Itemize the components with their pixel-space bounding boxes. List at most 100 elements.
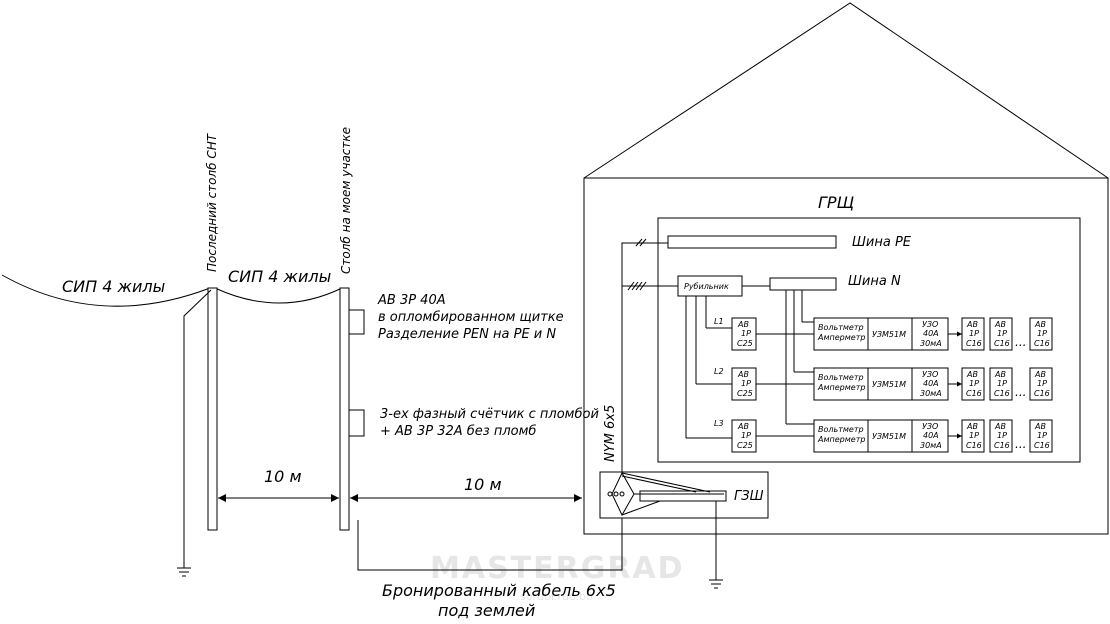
ellipsis: ... bbox=[1015, 335, 1026, 349]
input-breaker-text: С25 bbox=[737, 441, 753, 450]
meter-label: 3-ех фазный счётчик с пломбой bbox=[380, 407, 599, 422]
input-breaker bbox=[731, 317, 757, 351]
input-breaker-text: АВ bbox=[737, 422, 749, 431]
dimension-10m-label: 10 м bbox=[464, 475, 502, 494]
nym-marks bbox=[627, 281, 635, 291]
ellipsis: ... bbox=[1015, 385, 1026, 399]
ellipsis: ... bbox=[1015, 437, 1026, 451]
branch-breaker-text: 1Р bbox=[969, 379, 979, 388]
bus-n-label: Шина N bbox=[848, 274, 901, 289]
uzo-text: 30мА bbox=[920, 441, 942, 450]
phase-label: L3 bbox=[714, 419, 724, 428]
branch-breaker-text: АВ bbox=[994, 370, 1006, 379]
gzsh-box bbox=[599, 471, 769, 519]
gzsh-label: ГЗШ bbox=[734, 489, 764, 504]
watermark-subtitle: sorubi.ruo.bo bbox=[520, 590, 593, 603]
cable-label: под землей bbox=[438, 601, 535, 620]
grsh-panel bbox=[657, 217, 1081, 463]
nym-marks bbox=[631, 281, 639, 291]
rubilnik-label: Рубильник bbox=[684, 282, 729, 291]
av-40a-label: АВ 3Р 40А bbox=[377, 293, 446, 308]
branch-breaker-text: АВ bbox=[966, 370, 978, 379]
branch-breaker-text: С16 bbox=[994, 441, 1010, 450]
branch-breaker-text: 1Р bbox=[997, 431, 1007, 440]
uzo-text: 40А bbox=[923, 431, 939, 440]
meter-text: Вольтметр bbox=[818, 323, 864, 332]
snt-pole-ground-wire bbox=[183, 289, 212, 568]
branch-breaker-text: С16 bbox=[1034, 339, 1050, 348]
branch-breaker-text: С16 bbox=[966, 339, 982, 348]
branch-breaker-text: С16 bbox=[1034, 389, 1050, 398]
uzo-text: 30мА bbox=[920, 389, 942, 398]
nym-label: NYM 6x5 bbox=[603, 405, 618, 462]
branch-breaker-text: 1Р bbox=[1037, 379, 1047, 388]
branch-breaker-text: 1Р bbox=[1037, 431, 1047, 440]
uzo-text: УЗО bbox=[922, 422, 938, 431]
volt-ampere-meter bbox=[813, 367, 869, 401]
ground-icon bbox=[177, 567, 191, 577]
bus-n bbox=[769, 277, 837, 291]
branch-breaker-text: АВ bbox=[994, 320, 1006, 329]
meter-text: Амперметр bbox=[817, 435, 865, 444]
bus-pe bbox=[667, 235, 837, 249]
input-breaker-text: 1Р bbox=[741, 379, 751, 388]
uzm-relay bbox=[867, 317, 913, 351]
branch-breaker-text: С16 bbox=[966, 389, 982, 398]
pole-snt bbox=[207, 287, 218, 531]
input-breaker-text: С25 bbox=[737, 389, 753, 398]
meter-text: Амперметр bbox=[817, 383, 865, 392]
bus-pe-label: Шина PE bbox=[852, 235, 912, 250]
phase-label: L2 bbox=[714, 367, 724, 376]
av-40a-label: в опломбированном щитке bbox=[378, 310, 564, 325]
branch-breaker bbox=[989, 419, 1013, 453]
uzo-text: УЗО bbox=[922, 370, 938, 379]
input-breaker-text: АВ bbox=[737, 370, 749, 379]
meter-text: Амперметр bbox=[817, 333, 865, 342]
sip-label-mid: СИП 4 жилы bbox=[228, 267, 331, 286]
uzm-relay bbox=[867, 367, 913, 401]
meter-label: + АВ 3Р 32А без пломб bbox=[380, 424, 536, 439]
uzm-text: УЗМ51М bbox=[872, 330, 906, 339]
rcd-uzo bbox=[911, 419, 949, 453]
rcd-uzo bbox=[911, 367, 949, 401]
uzm-text: УЗМ51М bbox=[872, 432, 906, 441]
grsh-label: ГРЩ bbox=[818, 193, 854, 212]
av-40a-label: Разделение PEN на PE и N bbox=[378, 327, 556, 342]
sip-cable-mid bbox=[214, 287, 343, 304]
branch-breaker-text: 1Р bbox=[969, 329, 979, 338]
branch-breaker bbox=[1029, 317, 1053, 351]
watermark: MASTERGRAD bbox=[430, 551, 685, 586]
meter-box bbox=[348, 409, 365, 437]
branch-breaker-text: АВ bbox=[966, 320, 978, 329]
sip-label-left: СИП 4 жилы bbox=[62, 277, 165, 296]
branch-breaker-text: 1Р bbox=[997, 329, 1007, 338]
branch-breaker-text: 1Р bbox=[1037, 329, 1047, 338]
branch-breaker bbox=[961, 367, 985, 401]
pole-my-label: Столб на моем участке bbox=[339, 127, 353, 274]
branch-breaker-text: АВ bbox=[1034, 370, 1046, 379]
uzm-text: УЗМ51М bbox=[872, 380, 906, 389]
uzo-text: УЗО bbox=[922, 320, 938, 329]
gzsh-terminals bbox=[607, 471, 724, 517]
input-breaker-text: 1Р bbox=[741, 431, 751, 440]
cable-label: Бронированный кабель 6х5 bbox=[382, 581, 616, 600]
branch-breaker-text: 1Р bbox=[969, 431, 979, 440]
uzo-text: 40А bbox=[923, 329, 939, 338]
underground-cable bbox=[357, 518, 623, 571]
branch-breaker-text: С16 bbox=[994, 339, 1010, 348]
phase-label: L1 bbox=[714, 317, 724, 326]
meter-text: Вольтметр bbox=[818, 425, 864, 434]
branch-breaker bbox=[961, 317, 985, 351]
input-breaker-text: АВ bbox=[737, 320, 749, 329]
input-breaker bbox=[731, 367, 757, 401]
branch-breaker bbox=[1029, 419, 1053, 453]
branch-breaker-text: АВ bbox=[966, 422, 978, 431]
gzsh-bar bbox=[639, 490, 727, 502]
nym-marks bbox=[635, 281, 643, 291]
uzo-text: 40А bbox=[923, 379, 939, 388]
branch-breaker bbox=[989, 367, 1013, 401]
